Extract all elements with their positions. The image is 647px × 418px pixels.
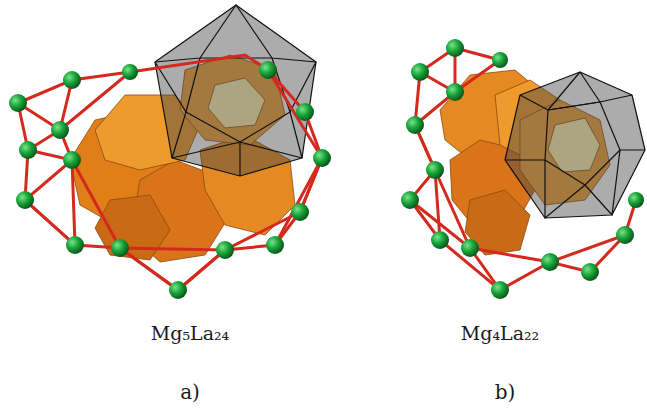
formula-label: Mg₅La₂₄: [151, 322, 229, 344]
panel-label: b): [495, 380, 516, 404]
formula-label: Mg₄La₂₂: [461, 322, 539, 344]
panel-label: a): [180, 380, 200, 404]
